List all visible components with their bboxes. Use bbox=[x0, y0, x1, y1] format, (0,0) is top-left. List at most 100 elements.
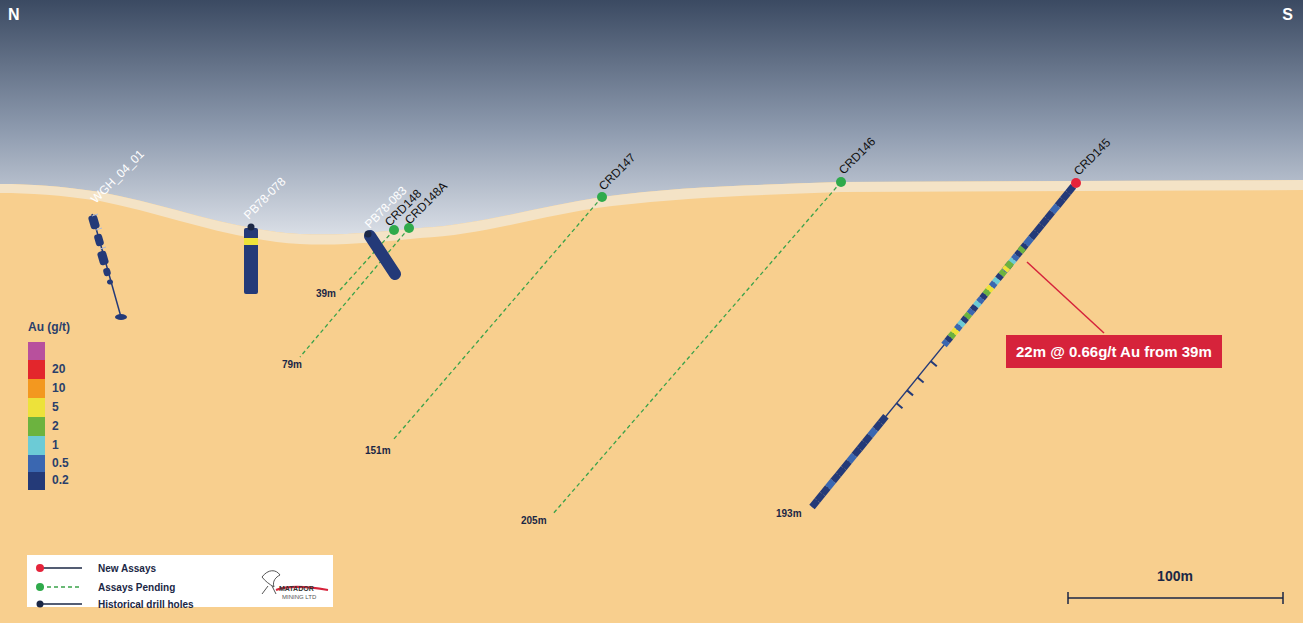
logo-text: MATADOR bbox=[279, 585, 314, 593]
assay-interval bbox=[963, 318, 966, 322]
scale-label: 100m bbox=[1157, 569, 1193, 584]
assay-interval bbox=[982, 294, 985, 298]
assay-interval bbox=[1005, 267, 1008, 270]
assay-interval bbox=[1036, 225, 1041, 231]
color-swatch bbox=[28, 472, 45, 490]
assay-interval bbox=[973, 306, 976, 310]
legend-text: 2 bbox=[52, 420, 59, 433]
legend-text: 0.2 bbox=[52, 474, 69, 487]
compass-letter: N bbox=[8, 6, 20, 24]
assay-interval bbox=[103, 267, 112, 277]
historical-hole bbox=[92, 214, 121, 317]
pending-hole bbox=[340, 230, 394, 290]
collar-dot bbox=[836, 177, 846, 187]
assay-interval bbox=[854, 449, 859, 455]
color-swatch bbox=[28, 360, 45, 379]
legend-text: New Assays bbox=[98, 563, 156, 574]
interval-tick bbox=[918, 377, 924, 382]
assay-interval bbox=[988, 287, 991, 291]
assay-interval bbox=[849, 455, 854, 461]
assay-interval bbox=[860, 442, 865, 448]
color-swatch bbox=[28, 436, 45, 455]
collar-dot bbox=[365, 231, 372, 238]
legend-sample bbox=[40, 586, 82, 588]
color-swatch bbox=[28, 342, 45, 360]
assay-interval bbox=[985, 291, 988, 295]
assay-interval bbox=[833, 475, 838, 481]
assay-interval bbox=[1063, 193, 1068, 199]
legend-sample bbox=[36, 564, 44, 572]
assay-interval bbox=[1058, 199, 1063, 205]
assay-interval bbox=[995, 279, 998, 283]
depth-label: 39m bbox=[316, 288, 336, 299]
assay-interval bbox=[1014, 256, 1017, 260]
cover-layer bbox=[0, 180, 1303, 245]
collar-dot bbox=[1071, 178, 1081, 188]
interval-tick bbox=[92, 214, 106, 249]
logo-text: MINING LTD bbox=[282, 594, 316, 601]
legend-title: Au (g/t) bbox=[28, 321, 70, 334]
assay-interval bbox=[88, 214, 101, 230]
assay-interval bbox=[823, 488, 828, 494]
assay-interval bbox=[97, 250, 110, 266]
assay-interval bbox=[812, 501, 817, 507]
assay-interval bbox=[966, 314, 969, 318]
historical-hole bbox=[370, 236, 395, 274]
assay-interval bbox=[944, 341, 947, 345]
assay-interval bbox=[115, 314, 127, 320]
color-swatch bbox=[28, 379, 45, 398]
assay-interval bbox=[870, 429, 875, 435]
interval-tick bbox=[896, 403, 902, 408]
assay-interval bbox=[817, 494, 822, 500]
color-swatch bbox=[28, 455, 45, 472]
compass-letter: S bbox=[1282, 6, 1293, 24]
drill-holes bbox=[88, 177, 1104, 515]
assay-interval bbox=[969, 310, 972, 314]
assay-interval bbox=[1068, 186, 1073, 192]
legend-text: 10 bbox=[52, 382, 65, 395]
interval-tick bbox=[907, 390, 913, 395]
assay-interval bbox=[998, 275, 1001, 279]
depth-label: 193m bbox=[776, 508, 802, 519]
depth-label: 205m bbox=[521, 515, 547, 526]
assay-interval bbox=[828, 481, 833, 487]
callout-box: 22m @ 0.66g/t Au from 39m bbox=[1006, 335, 1222, 368]
assay-interval bbox=[976, 302, 979, 306]
assay-interval bbox=[244, 238, 258, 245]
color-swatch bbox=[28, 398, 45, 417]
assay-interval bbox=[1007, 263, 1010, 267]
assay-interval bbox=[865, 436, 870, 442]
legend-sample bbox=[36, 583, 44, 591]
assay-interval bbox=[1026, 238, 1031, 244]
assay-interval bbox=[957, 326, 960, 330]
color-swatch bbox=[28, 417, 45, 436]
legend-sample bbox=[40, 567, 82, 569]
assay-interval bbox=[1031, 232, 1036, 238]
assay-interval bbox=[844, 462, 849, 468]
assay-interval bbox=[838, 468, 843, 474]
pending-hole bbox=[300, 228, 409, 357]
assay-interval bbox=[950, 333, 953, 337]
depth-label: 151m bbox=[365, 445, 391, 456]
legend-text: Assays Pending bbox=[98, 582, 175, 593]
leader-line bbox=[1027, 262, 1104, 333]
legend-text: 5 bbox=[52, 401, 59, 414]
assay-interval bbox=[881, 416, 886, 422]
callout-text: 22m @ 0.66g/t Au from 39m bbox=[1016, 343, 1212, 360]
legend-sample bbox=[40, 603, 82, 605]
assay-interval bbox=[1001, 271, 1004, 275]
pending-hole bbox=[393, 197, 602, 440]
assay-interval bbox=[960, 322, 963, 326]
legend-text: Historical drill holes bbox=[98, 599, 194, 610]
assay-interval bbox=[1007, 262, 1011, 267]
legend-text: 1 bbox=[52, 439, 59, 452]
assay-interval bbox=[1017, 252, 1020, 256]
legend-text: 20 bbox=[52, 363, 65, 376]
scale-bar bbox=[1068, 592, 1283, 604]
assay-interval bbox=[1020, 248, 1023, 252]
interval-tick bbox=[931, 361, 937, 366]
pending-hole bbox=[552, 182, 841, 515]
assay-interval bbox=[94, 233, 105, 247]
